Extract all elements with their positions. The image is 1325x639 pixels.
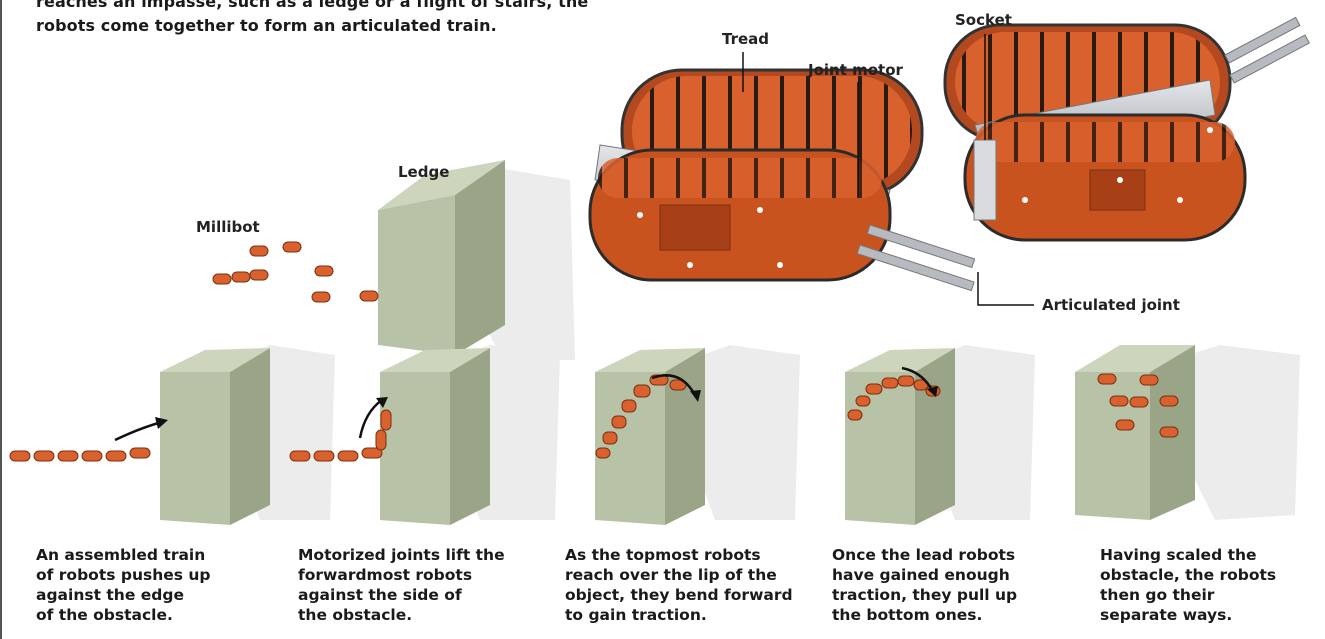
- articulated-joint-label: Articulated joint: [1042, 296, 1180, 314]
- millibot-group: [213, 242, 378, 302]
- caption-line: object, they bend forward: [565, 585, 793, 605]
- caption-line: the obstacle.: [298, 605, 505, 625]
- step-3-cube: [595, 345, 800, 525]
- large-robot-right: [945, 17, 1309, 240]
- caption-line: of robots pushes up: [36, 565, 211, 585]
- caption-line: An assembled train: [36, 545, 211, 565]
- caption-line: Motorized joints lift the: [298, 545, 505, 565]
- caption-line: to gain traction.: [565, 605, 793, 625]
- caption-line: obstacle, the robots: [1100, 565, 1276, 585]
- caption-step-3: As the topmost robots reach over the lip…: [565, 545, 793, 625]
- caption-step-5: Having scaled the obstacle, the robots t…: [1100, 545, 1276, 625]
- millibot-label: Millibot: [196, 218, 260, 236]
- caption-line: have gained enough: [832, 565, 1017, 585]
- step-1-arrow: [115, 422, 162, 440]
- step-1-robot-train: [10, 448, 150, 461]
- caption-step-4: Once the lead robots have gained enough …: [832, 545, 1017, 625]
- step-1-cube: [160, 345, 335, 525]
- caption-line: the bottom ones.: [832, 605, 1017, 625]
- step-2-cube: [380, 345, 560, 525]
- joint-motor-label: Joint motor: [808, 61, 903, 79]
- articulated-joint-leader-line: [978, 272, 1034, 305]
- caption-line: reach over the lip of the: [565, 565, 793, 585]
- caption-line: separate ways.: [1100, 605, 1276, 625]
- caption-line: forwardmost robots: [298, 565, 505, 585]
- ledge-label: Ledge: [398, 163, 449, 181]
- step-5-cube: [1075, 345, 1300, 520]
- step-4-cube: [845, 345, 1035, 525]
- caption-line: then go their: [1100, 585, 1276, 605]
- caption-line: As the topmost robots: [565, 545, 793, 565]
- tread-label: Tread: [722, 30, 769, 48]
- caption-line: Having scaled the: [1100, 545, 1276, 565]
- caption-line: traction, they pull up: [832, 585, 1017, 605]
- caption-step-1: An assembled train of robots pushes up a…: [36, 545, 211, 625]
- caption-line: against the edge: [36, 585, 211, 605]
- socket-label: Socket: [955, 11, 1012, 29]
- caption-step-2: Motorized joints lift the forwardmost ro…: [298, 545, 505, 625]
- caption-line: Once the lead robots: [832, 545, 1017, 565]
- caption-line: of the obstacle.: [36, 605, 211, 625]
- large-robot-left: [590, 70, 975, 291]
- caption-line: against the side of: [298, 585, 505, 605]
- ledge-cube: [378, 160, 575, 360]
